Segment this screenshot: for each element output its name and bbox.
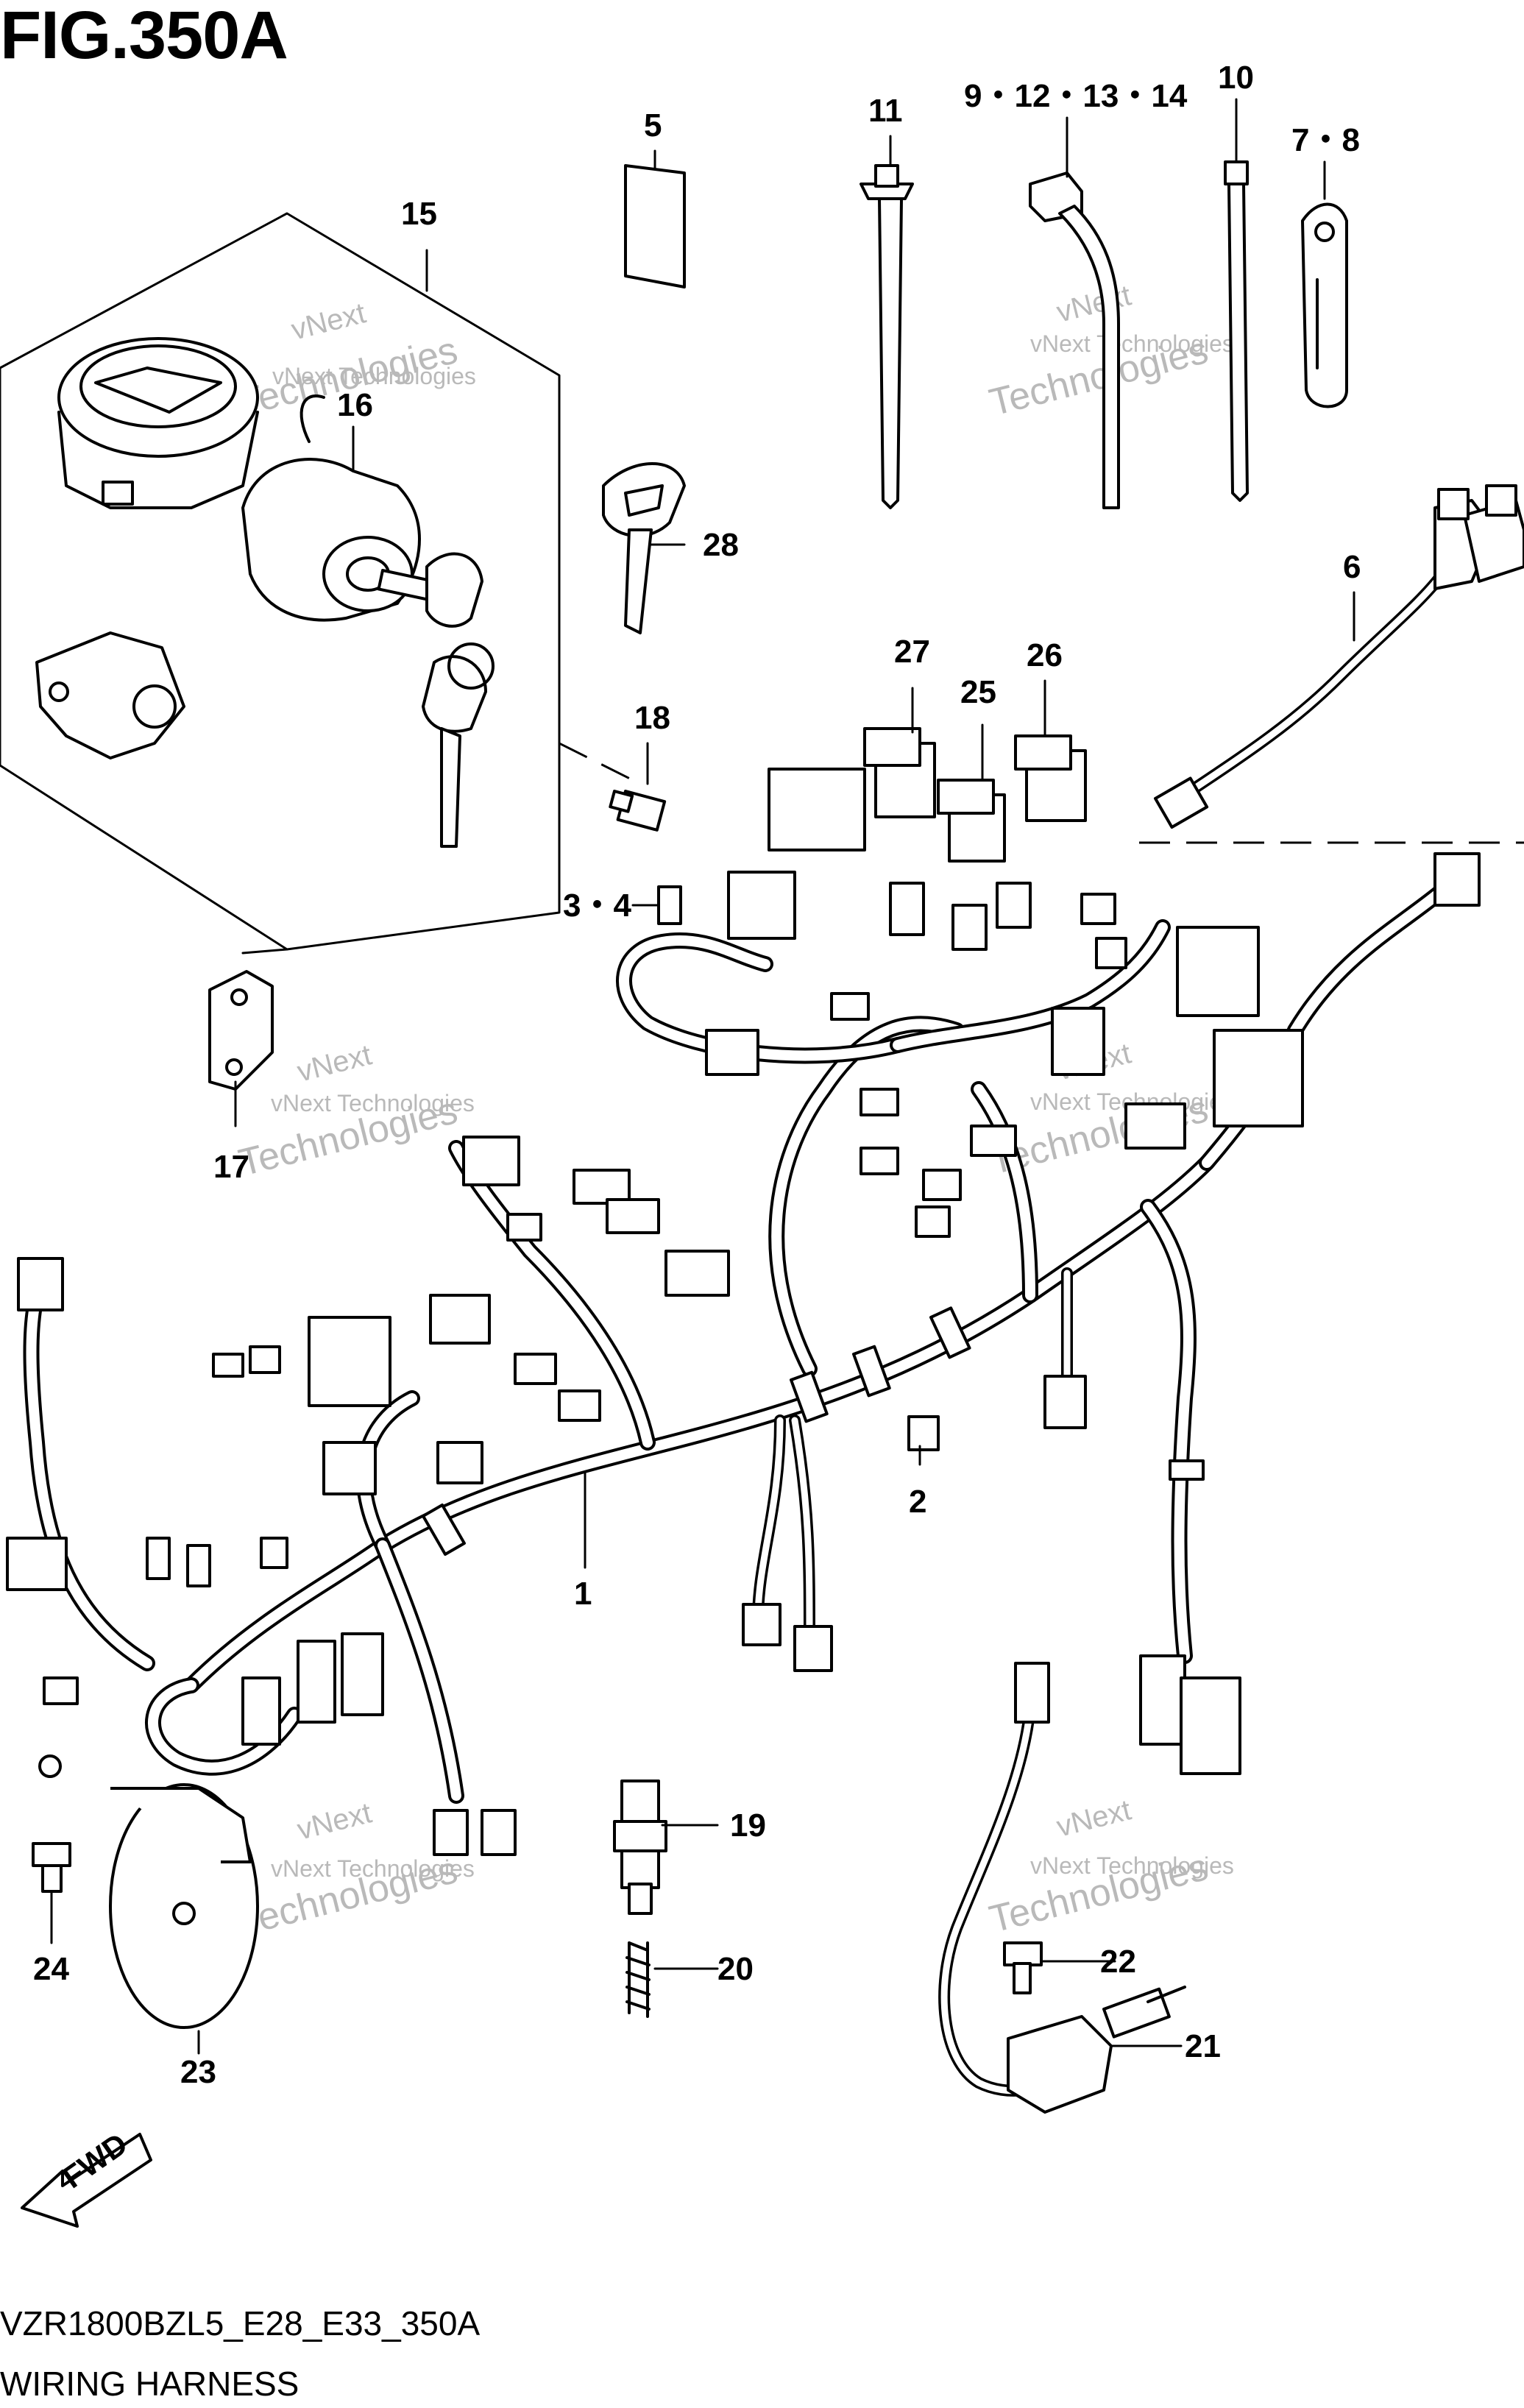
callout-25: 25 — [960, 674, 996, 710]
callout-15: 15 — [401, 196, 437, 232]
spring-part-20 — [625, 1941, 651, 2018]
svg-text:vNext: vNext — [294, 1038, 375, 1088]
cable-tie-part-11 — [860, 164, 914, 509]
svg-text:vNext Technologies: vNext Technologies — [272, 363, 476, 389]
callout-19: 19 — [730, 1807, 766, 1844]
callout-28: 28 — [703, 527, 739, 563]
callout-10: 10 — [1218, 60, 1254, 96]
callout-labels: 1 2 3・4 5 6 7・8 9・12・13・14 10 11 15 16 1… — [33, 60, 1361, 2090]
ignition-switch-kit-box — [0, 212, 561, 955]
bolt-part-18 — [609, 789, 667, 832]
callout-24: 24 — [33, 1951, 69, 1987]
figure-title: FIG.350A — [0, 0, 288, 73]
figure-caption: WIRING HARNESS — [0, 2365, 300, 2403]
callout-20: 20 — [717, 1951, 754, 1987]
svg-text:vNext: vNext — [1054, 1793, 1135, 1843]
leader-lines — [50, 98, 1355, 2055]
callout-2: 2 — [909, 1484, 926, 1520]
callout-16: 16 — [337, 387, 373, 423]
svg-text:vNext: vNext — [1054, 279, 1135, 328]
clamp-part-7-8 — [1301, 202, 1348, 408]
callout-23: 23 — [180, 2054, 216, 2090]
callout-9-12-13-14: 9・12・13・14 — [964, 78, 1188, 114]
watermark-mid-left: vNext Technologies vNext Technologies — [235, 1038, 475, 1184]
watermark-mid-right: vNext Technologies vNext Technologies — [985, 1037, 1234, 1183]
watermark-bottom-right: vNext Technologies vNext Technologies — [985, 1793, 1234, 1941]
svg-text:vNext Technologies: vNext Technologies — [271, 1855, 475, 1882]
callout-3-4: 3・4 — [563, 888, 631, 924]
svg-text:vNext Technologies: vNext Technologies — [1030, 330, 1234, 357]
relay-part-26 — [1014, 734, 1087, 822]
relay-part-25 — [937, 779, 1006, 863]
label-part-5 — [624, 164, 686, 288]
relay-part-27 — [863, 727, 936, 818]
key-part-28 — [602, 462, 686, 634]
switch-part-19 — [613, 1780, 667, 1915]
ignition-switch-part — [241, 394, 435, 622]
callout-7-8: 7・8 — [1291, 122, 1360, 158]
connector-part-2 — [907, 1415, 940, 1451]
main-wiring-harness-part-1 — [23, 882, 1450, 1804]
harness-connectors — [6, 768, 1481, 1856]
bracket-part-17 — [208, 970, 274, 1091]
forward-direction-badge: FWD — [21, 2126, 152, 2228]
fuel-cap-ring-part — [57, 337, 259, 509]
horn-part-23 — [109, 1783, 259, 2029]
bolt-part-22 — [1003, 1941, 1043, 1994]
seat-lock-part — [35, 631, 185, 759]
callout-1: 1 — [574, 1576, 592, 1612]
callout-22: 22 — [1100, 1944, 1136, 1980]
callout-17: 17 — [213, 1149, 249, 1185]
svg-text:vNext: vNext — [294, 1796, 375, 1846]
cable-tie-part-10 — [1224, 160, 1249, 502]
leader-dashed-to-18 — [559, 742, 634, 782]
callout-21: 21 — [1185, 2028, 1221, 2064]
svg-text:vNext: vNext — [288, 297, 369, 346]
sensor-part-21 — [938, 1662, 1186, 2114]
callout-5: 5 — [644, 107, 662, 144]
callout-27: 27 — [894, 634, 930, 670]
callout-18: 18 — [634, 700, 670, 736]
sub-harness-part-6 — [1154, 484, 1524, 829]
callout-26: 26 — [1027, 637, 1063, 673]
model-code-label: VZR1800BZL5_E28_E33_350A — [0, 2304, 481, 2343]
bolt-part-24 — [32, 1842, 71, 1893]
svg-text:vNext Technologies: vNext Technologies — [271, 1090, 475, 1116]
svg-text:vNext Technologies: vNext Technologies — [1030, 1852, 1234, 1879]
callout-6: 6 — [1343, 549, 1361, 585]
fuse-part-3-4 — [657, 885, 682, 925]
clamp-part-9-12-13-14 — [1029, 171, 1120, 509]
key-set-part — [422, 552, 495, 848]
callout-11: 11 — [868, 93, 903, 129]
